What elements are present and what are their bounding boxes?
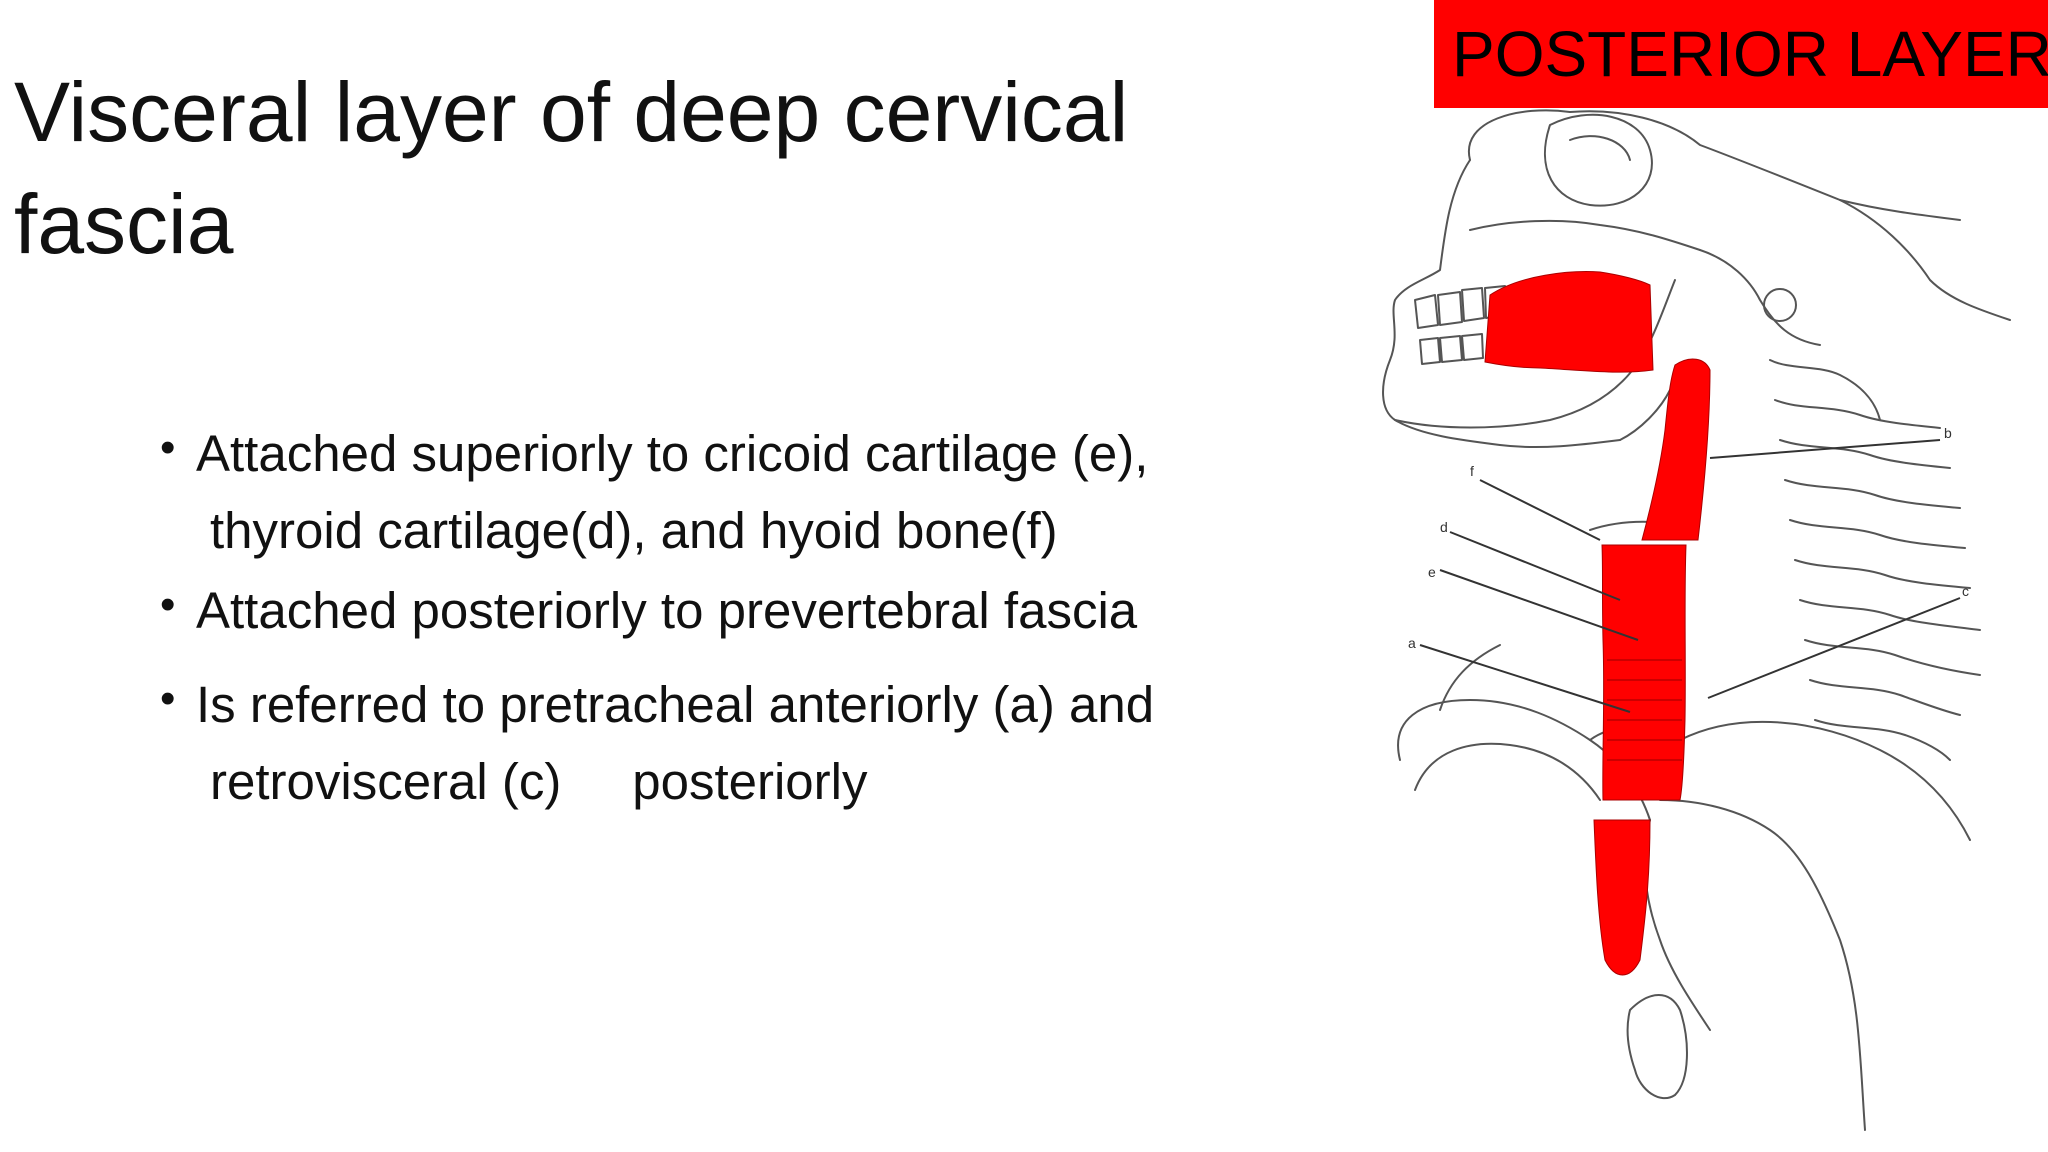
figure-letter-d: d: [1440, 519, 1448, 535]
figure-letter-a: a: [1408, 635, 1416, 651]
bullet-item: Attached posteriorly to prevertebral fas…: [160, 566, 1300, 649]
figure-letter-e: e: [1428, 564, 1436, 580]
figure-letter-c: c: [1962, 583, 1969, 599]
orbit-outline: [1544, 113, 1653, 207]
bullet-text-continuation: retrovisceral (c) posteriorly: [210, 753, 868, 810]
bullet-text: Attached posteriorly to prevertebral fas…: [196, 582, 1138, 639]
leader-line-e: [1439, 569, 1639, 641]
leader-line-c: [1707, 597, 1961, 699]
sternum-outline: [1659, 799, 1866, 1131]
bullet-text-continuation: thyroid cartilage(d), and hyoid bone(f): [210, 502, 1058, 559]
visceral-fascia-highlight: [1484, 271, 1711, 976]
bullet-item: Is referred to pretracheal anteriorly (a…: [160, 660, 1300, 820]
leader-line-d: [1449, 531, 1621, 601]
teeth-outline: [1414, 285, 1507, 329]
slide-title: Visceral layer of deep cervical fascia: [14, 65, 1129, 271]
figure-letter-f: f: [1470, 463, 1474, 479]
bullet-text: Attached superiorly to cricoid cartilage…: [196, 425, 1149, 482]
bullet-list: Attached superiorly to cricoid cartilage…: [160, 409, 1300, 820]
bullet-item: Attached superiorly to cricoid cartilage…: [160, 409, 1300, 569]
posterior-layer-label: POSTERIOR LAYER: [1434, 0, 2048, 108]
bullet-text: Is referred to pretracheal anteriorly (a…: [196, 676, 1155, 733]
figure-letter-b: b: [1944, 425, 1952, 441]
leader-line-f: [1479, 479, 1601, 541]
leader-line-b: [1709, 439, 1941, 459]
cervical-spine-outline: [1769, 359, 1881, 421]
mandible-outline: [1394, 279, 1676, 429]
posterior-layer-label-text: POSTERIOR LAYER: [1452, 18, 2048, 90]
neck-anatomy-illustration: f d e a b c: [1382, 109, 2011, 1131]
skull-outline: [1467, 109, 1961, 221]
leader-line-a: [1419, 644, 1631, 713]
